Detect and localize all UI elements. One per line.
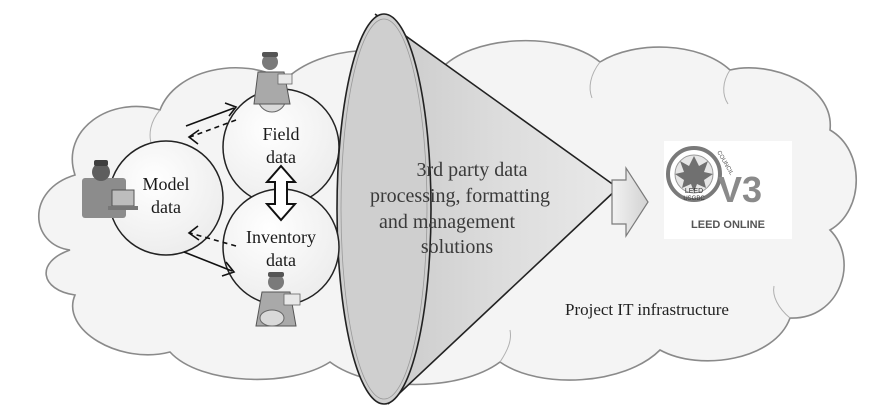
leed-version-text: V3 bbox=[718, 169, 762, 210]
cone-text-line-1: 3rd party data bbox=[416, 159, 527, 181]
cone-text-line-4: solutions bbox=[421, 236, 493, 258]
person-inventory-icon bbox=[255, 272, 301, 327]
model-field-arrows bbox=[185, 102, 238, 145]
inventory-to-model-dashed-arrow bbox=[189, 232, 237, 247]
leed-online-logo: LEED USGBC COUNCIL V3 LEED ONLINE bbox=[664, 141, 792, 239]
cone-text-line-3: and management bbox=[379, 211, 515, 233]
cone-top-edge bbox=[374, 13, 619, 189]
cone-bottom-edge bbox=[387, 187, 619, 405]
field-data-label-2: data bbox=[266, 147, 296, 167]
model-to-field-arrow bbox=[185, 107, 235, 127]
field-to-model-dashed-arrow bbox=[189, 119, 237, 138]
processing-cone bbox=[336, 13, 620, 405]
leed-online-caption: LEED ONLINE bbox=[691, 219, 765, 231]
cone-mouth bbox=[336, 13, 432, 405]
project-it-infrastructure-label: Project IT infrastructure bbox=[565, 300, 729, 319]
cone-text: 3rd party data processing, formatting an… bbox=[370, 159, 550, 258]
leed-seal-top-text: LEED bbox=[685, 188, 703, 195]
field-inventory-double-arrow bbox=[264, 164, 298, 222]
output-block-arrow bbox=[611, 165, 649, 239]
leed-seal-bottom-text: USGBC bbox=[683, 196, 705, 202]
model-data-label-1: Model bbox=[143, 174, 190, 194]
cone-text-line-2: processing, formatting bbox=[370, 185, 550, 207]
node-model-data: Model data bbox=[108, 140, 224, 256]
field-data-label-1: Field bbox=[262, 124, 299, 144]
inventory-data-label-2: data bbox=[266, 250, 296, 270]
model-inventory-arrows bbox=[183, 225, 237, 277]
person-field-icon bbox=[253, 52, 293, 113]
model-data-label-2: data bbox=[151, 197, 181, 217]
model-to-inventory-arrow bbox=[183, 251, 233, 272]
person-modeler-icon bbox=[82, 160, 138, 218]
maple-leaf-icon bbox=[675, 156, 713, 192]
inventory-data-label-1: Inventory bbox=[246, 227, 316, 247]
